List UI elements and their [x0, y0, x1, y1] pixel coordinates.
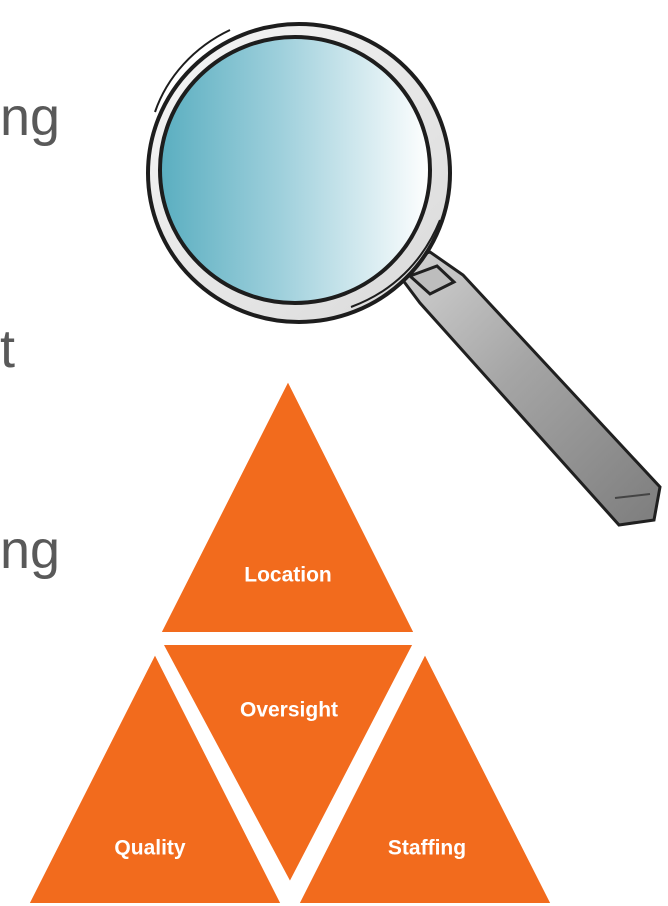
location-label: Location [244, 563, 332, 587]
oversight-label: Oversight [239, 698, 339, 722]
triangle-right [291, 642, 559, 906]
partial-text-line-2: t [0, 319, 16, 379]
triangle-top [152, 369, 423, 638]
magnifier-lens [146, 22, 452, 324]
quality-label: Quality [114, 836, 186, 860]
partial-text-line-1: ng [0, 87, 61, 147]
magnifier-handle [387, 250, 662, 527]
triangle-left [21, 642, 289, 906]
triangle-center [153, 639, 422, 894]
staffing-label: Staffing [387, 836, 467, 860]
partial-text-line-3: ng [0, 520, 61, 580]
